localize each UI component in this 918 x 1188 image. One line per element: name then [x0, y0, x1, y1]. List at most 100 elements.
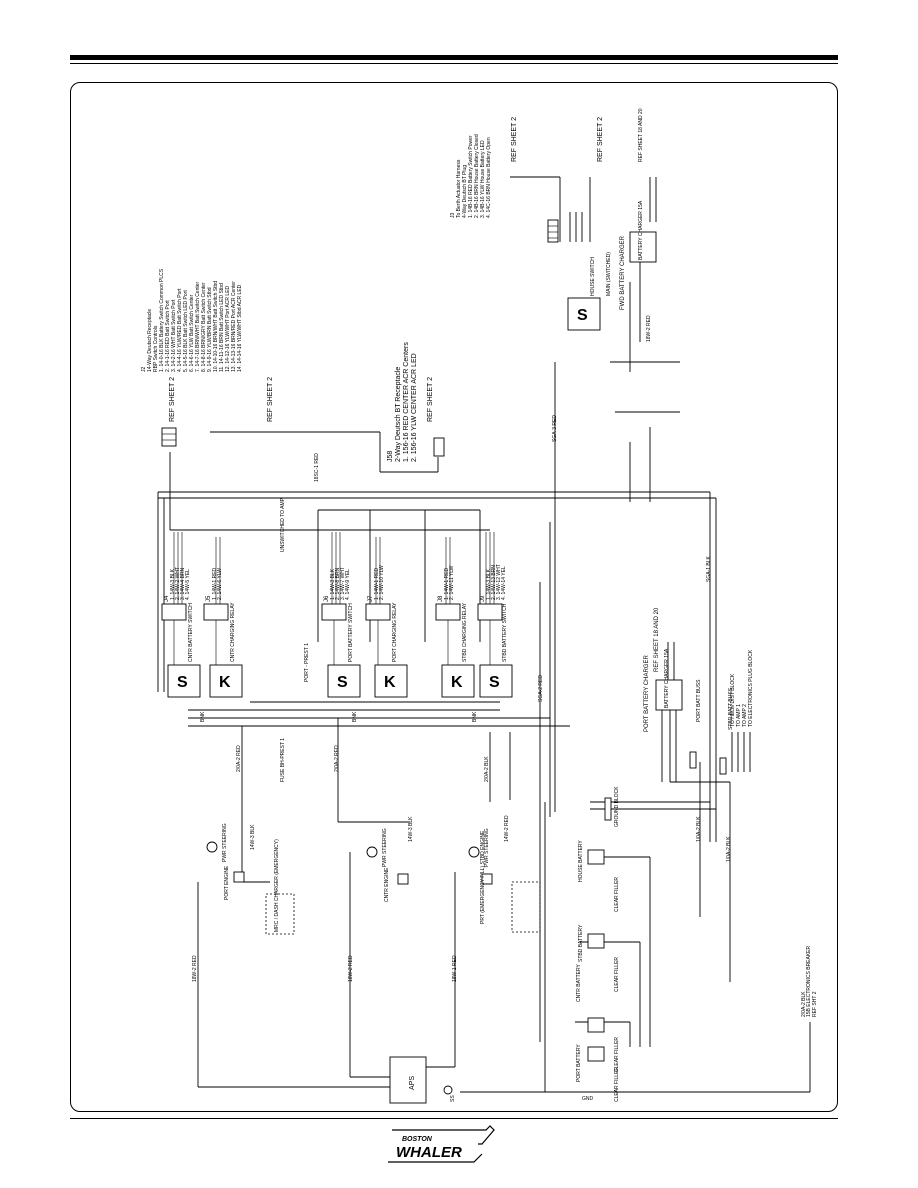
- stbd-batt-buss: [719, 757, 727, 775]
- ref-sheet-2-b: REF SHEET 2: [267, 377, 274, 422]
- svg-text:4. 14W-14 YEL: 4. 14W-14 YEL: [501, 566, 507, 600]
- j2-receptacle: J2 14-Way Deutsch Receptacle RBP Switch …: [141, 268, 274, 447]
- ref-sheet-18-b: REF SHEET 18 AND 20: [654, 607, 660, 672]
- main-wiring: [157, 176, 811, 1093]
- svg-text:18W-2 RED: 18W-2 RED: [348, 955, 354, 982]
- header-rule-thin: [70, 63, 838, 64]
- ref-sheet-18-a: REF SHEET 18 AND 20: [638, 108, 644, 162]
- svg-text:BNK: BNK: [352, 711, 358, 722]
- svg-text:4. 14-4-16 YLW/RED Batt Switch: 4. 14-4-16 YLW/RED Batt Switch Port: [177, 288, 183, 372]
- fwd-battery-charger: [629, 231, 657, 263]
- svg-text:3. 14-2-16 WHT Batt Switch Por: 3. 14-2-16 WHT Batt Switch Port: [171, 299, 177, 372]
- svg-text:10. 14-10-16 BRN/WHT Batt Swit: 10. 14-10-16 BRN/WHT Batt Switch Stbd: [213, 281, 219, 372]
- stbd-battery: [587, 933, 605, 949]
- j4-label: J4: [164, 595, 170, 602]
- ctr-charging-relay: [209, 664, 243, 698]
- svg-text:STBD BATT BUSS: STBD BATT BUSS: [728, 687, 734, 730]
- j3-plug: J3 To Berth Actuator Harness 4-Way Deuts…: [450, 108, 644, 243]
- svg-text:CLEAR FILLER: CLEAR FILLER: [614, 877, 620, 912]
- svg-text:4-Way Deutsch BT Plug: 4-Way Deutsch BT Plug: [462, 165, 468, 218]
- j6-label: J6: [324, 595, 330, 602]
- svg-text:TO AMP 1: TO AMP 1: [736, 704, 742, 727]
- svg-text:18SC-1 RED: 18SC-1 RED: [314, 453, 320, 482]
- svg-text:3. 14W-7 WHT: 3. 14W-7 WHT: [340, 567, 346, 600]
- port-battery-switch: [327, 664, 361, 698]
- stbd-breaker-label: 15B ELECTRONICS BREAKER: [806, 945, 812, 1017]
- svg-text:TO AMP 2: TO AMP 2: [742, 704, 748, 727]
- svg-text:18W-2 RED: 18W-2 RED: [646, 315, 652, 342]
- svg-text:2. 14W-8 BRN: 2. 14W-8 BRN: [335, 567, 341, 600]
- svg-text:SGA-3 RED: SGA-3 RED: [552, 415, 558, 442]
- main-switched-label: MAIN (SWITCHED): [606, 252, 612, 296]
- cntr-engine-label: CNTR ENGINE: [384, 867, 390, 902]
- port-charger-label: PORT BATTERY CHARGER: [644, 655, 650, 732]
- j58-title: J58: [387, 451, 394, 462]
- batteries: HOUSE BATTERY STBD BATTERY CNTR BATTERY …: [576, 840, 620, 1102]
- switch-labels: CNTR BATTERY SWITCH CNTR CHARGING RELAY …: [164, 252, 612, 662]
- logo-line2: WHALER: [396, 1144, 462, 1161]
- stbd-charging-relay: [441, 664, 475, 698]
- j58-receptacle: J58 2-Way Deutsch BT Receptacle 1. 156-1…: [387, 342, 445, 462]
- house-switch: [567, 297, 601, 331]
- svg-text:2/0A-2 RED: 2/0A-2 RED: [334, 745, 340, 772]
- svg-text:14-Way Deutsch Receptacle: 14-Way Deutsch Receptacle: [147, 309, 153, 372]
- port-charging-relay-label: PORT CHARGING RELAY: [392, 602, 398, 662]
- svg-text:HOUSE BATTERY: HOUSE BATTERY: [578, 840, 584, 882]
- svg-text:CLEAR FILLER: CLEAR FILLER: [614, 1037, 620, 1072]
- svg-text:1. 14W-1 RED: 1. 14W-1 RED: [444, 567, 450, 600]
- svg-text:4. 14W-9 YEL: 4. 14W-9 YEL: [345, 569, 351, 600]
- diagram-frame: [70, 82, 838, 1112]
- svg-text:18W-2 RED: 18W-2 RED: [192, 955, 198, 982]
- svg-text:3. 14W-12 WHT: 3. 14W-12 WHT: [496, 564, 502, 600]
- port-battery-switch-label: PORT BATTERY SWITCH: [348, 603, 354, 662]
- svg-text:K: K: [451, 674, 463, 691]
- port-batt-buss: [689, 751, 697, 769]
- engines: PORT ENGINE CNTR ENGINE PRT (EMERGENCY F…: [206, 823, 541, 935]
- ss-fitting: [443, 1085, 453, 1095]
- svg-text:1. 14-0-16 BLK Battery Switch: 1. 14-0-16 BLK Battery Switch Common PLC…: [159, 268, 165, 372]
- house-switch-label: HOUSE SWITCH: [590, 257, 596, 296]
- ctr-charging-relay-label: CNTR CHARGING RELAY: [230, 602, 236, 662]
- j3-title: J3: [450, 213, 456, 219]
- svg-text:18W-1 RED: 18W-1 RED: [452, 955, 458, 982]
- aps-label: APS: [409, 1076, 416, 1090]
- svg-text:3. 14W-4 BRN: 3. 14W-4 BRN: [180, 567, 186, 600]
- svg-text:S: S: [337, 674, 348, 691]
- svg-text:S: S: [177, 674, 188, 691]
- svg-text:FUSE BH-PREST 1: FUSE BH-PREST 1: [280, 738, 286, 782]
- svg-text:4. 14C-16 BRN House Battery Op: 4. 14C-16 BRN House Battery Open: [486, 137, 492, 218]
- svg-text:BATTERY CHARGER 15A: BATTERY CHARGER 15A: [664, 648, 670, 708]
- svg-text:2. 14W-13 BRN: 2. 14W-13 BRN: [491, 565, 497, 600]
- svg-text:PORT - PREST 1: PORT - PREST 1: [304, 643, 310, 682]
- ctr-battery-switch: [167, 664, 201, 698]
- ref-sheet-2-c: REF SHEET 2: [427, 377, 434, 422]
- svg-text:11. 14-11-16 BRN Batt Switch L: 11. 14-11-16 BRN Batt Switch LED Stbd: [219, 283, 225, 372]
- svg-text:14W-2 RED: 14W-2 RED: [504, 815, 510, 842]
- stbd-battery-switch: [479, 664, 513, 698]
- svg-text:2-Way Deutsch BT Receptacle: 2-Way Deutsch BT Receptacle: [395, 367, 402, 462]
- port-battery-charger: [655, 679, 683, 711]
- cntr-battery: [587, 1017, 605, 1033]
- svg-text:2/0A-2 BLK: 2/0A-2 BLK: [484, 756, 490, 782]
- svg-text:CLEAR FILLER: CLEAR FILLER: [614, 957, 620, 992]
- j7-label: J7: [368, 595, 374, 602]
- ctr-battery-switch-label: CNTR BATTERY SWITCH: [188, 603, 194, 662]
- house-battery: [587, 849, 605, 865]
- svg-text:1. 156-16 RED CENTER ACR Cente: 1. 156-16 RED CENTER ACR Centers: [403, 342, 410, 462]
- svg-text:2/0A-2 RED: 2/0A-2 RED: [236, 745, 242, 772]
- svg-text:GROUND BLOCK: GROUND BLOCK: [614, 786, 620, 827]
- wiring-diagram: S K S K K S S: [141, 108, 818, 1104]
- svg-text:BNK: BNK: [200, 711, 206, 722]
- logo-line1: BOSTON: [402, 1136, 433, 1143]
- svg-text:SGA-1 BLK: SGA-1 BLK: [706, 555, 712, 582]
- svg-text:PWR STEERING: PWR STEERING: [484, 828, 490, 867]
- svg-text:12. 14-12-16 YLW/WHT Port ACR: 12. 14-12-16 YLW/WHT Port ACR LED: [225, 285, 231, 372]
- svg-text:1/0A-2 BLK: 1/0A-2 BLK: [696, 816, 702, 842]
- svg-text:8. 14-8-16 BRN/GRY Batt Switch: 8. 14-8-16 BRN/GRY Batt Switch Center: [201, 282, 207, 372]
- stbd-battery-switch-label: STBD BATTERY SWITCH: [502, 603, 508, 662]
- battery-chargers: BATTERY CHARGER 15A FWD BATTERY CHARGER …: [620, 200, 683, 782]
- fwd-charger-label: FWD BATTERY CHARGER: [620, 235, 626, 310]
- svg-text:2. 14B-16 BRN House Battery Cl: 2. 14B-16 BRN House Battery Closed: [474, 134, 480, 218]
- j8-label: J8: [438, 595, 444, 602]
- svg-text:REF SHT 2: REF SHT 2: [812, 991, 818, 1017]
